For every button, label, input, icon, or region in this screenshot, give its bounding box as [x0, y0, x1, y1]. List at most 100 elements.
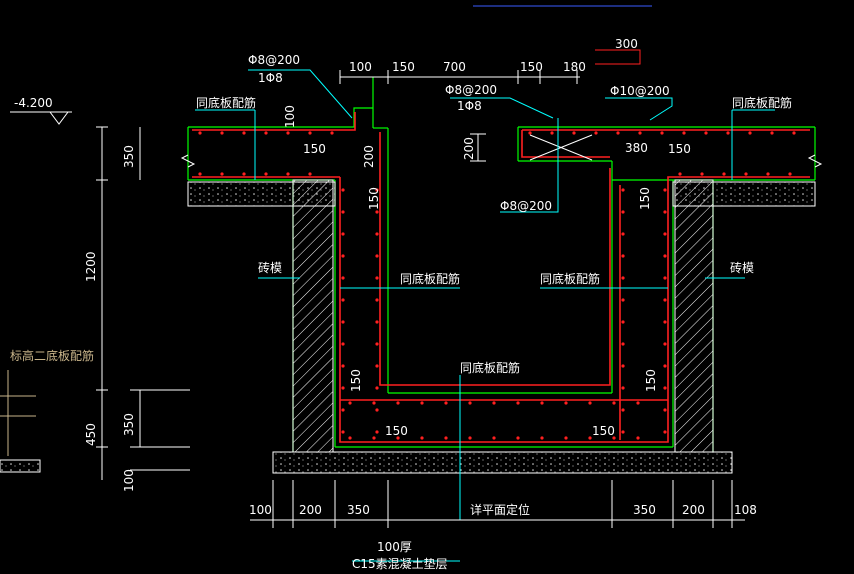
rebar-dot [722, 172, 726, 176]
rebar-dot [663, 364, 667, 368]
rebar-dot [748, 131, 752, 135]
rebar-dot [621, 210, 625, 214]
rebar-dot [621, 386, 625, 390]
rebar-dot [242, 131, 246, 135]
rebar-dot [264, 172, 268, 176]
rebar-dot [492, 436, 496, 440]
same-slab-label-1: 同底板配筋 [196, 95, 256, 110]
bottom-dim-4: 详平面定位 [470, 502, 530, 517]
rebar-dot [572, 131, 576, 135]
rebar-label-right: Φ10@200 [610, 84, 670, 98]
top-dim-5: 180 [563, 60, 586, 74]
rebar-dot [663, 254, 667, 258]
brick-label-left: 砖模 [258, 260, 282, 275]
rebar-dot [663, 232, 667, 236]
rebar [192, 112, 810, 443]
rebar-dot [264, 131, 268, 135]
rebar-dot [220, 131, 224, 135]
left-dim-1200: 1200 [84, 251, 98, 282]
rebar-dot [375, 210, 379, 214]
rebar-dot [468, 401, 472, 405]
left-dim-350-top: 350 [122, 145, 136, 168]
base-note-1: 100厚 [377, 540, 412, 554]
dimension-lines [96, 70, 745, 528]
left-dim-350-bottom: 350 [122, 413, 136, 436]
rebar-dot [792, 131, 796, 135]
base-gravel-right [672, 181, 816, 207]
break-line-left [180, 154, 196, 168]
rebar-dot [594, 131, 598, 135]
same-slab-label-5: 同底板配筋 [460, 360, 520, 375]
rebar-dot [375, 386, 379, 390]
rebar-dot [663, 430, 667, 434]
box-300 [595, 49, 641, 65]
dim-150-b: 150 [668, 142, 691, 156]
left-edge-note: 标高二底板配筋 [10, 348, 94, 363]
rebar-dot [663, 188, 667, 192]
rebar-dot [286, 172, 290, 176]
rebar-dot [372, 436, 376, 440]
bottom-dim-2: 200 [299, 503, 322, 517]
rebar-dot [744, 172, 748, 176]
dim-200-a: 200 [362, 145, 376, 168]
rebar-dot [444, 436, 448, 440]
bottom-dim-3: 350 [347, 503, 370, 517]
rebar-dot [770, 131, 774, 135]
rebar-dot [621, 188, 625, 192]
rebar-dot [766, 172, 770, 176]
rebar-dot [375, 342, 379, 346]
rebar-dot [341, 364, 345, 368]
rebar-dot [588, 436, 592, 440]
rebar-dot [341, 320, 345, 324]
bottom-dim-6: 200 [682, 503, 705, 517]
rebar-dot [636, 401, 640, 405]
same-slab-label-4: 同底板配筋 [540, 271, 600, 286]
rebar-dot [612, 401, 616, 405]
leader-lines [195, 69, 775, 562]
rebar-dot [636, 436, 640, 440]
left-dim-450: 450 [84, 423, 98, 446]
rebar-dot [375, 298, 379, 302]
top-dim-1: 100 [349, 60, 372, 74]
brick-wall-left [292, 179, 334, 453]
rebar-dot [678, 172, 682, 176]
dim-100-vertical: 100 [283, 105, 297, 128]
rebar-dot [621, 254, 625, 258]
rebar-dot [348, 436, 352, 440]
brick-wall-right [674, 179, 714, 453]
rebar-dot [516, 436, 520, 440]
rebar-dot [420, 436, 424, 440]
rebar-dot [375, 364, 379, 368]
dim-150-d: 150 [349, 369, 363, 392]
rebar-dot [308, 172, 312, 176]
rebar-dot [516, 401, 520, 405]
dim-200-b: 200 [462, 137, 476, 160]
same-slab-label-3: 同底板配筋 [400, 271, 460, 286]
rebar-dot [375, 276, 379, 280]
rebar-dot [444, 401, 448, 405]
dim-150-e: 150 [644, 369, 658, 392]
rebar-dot [616, 131, 620, 135]
cross-b [529, 134, 593, 161]
rebar-label-mid-2: 1Φ8 [457, 99, 482, 113]
rebar-dot [663, 298, 667, 302]
rebar-label-left-2: 1Φ8 [258, 71, 283, 85]
rebar-dot [375, 188, 379, 192]
rebar-dot [621, 364, 625, 368]
rebar-dot [375, 430, 379, 434]
rebar-dot [220, 172, 224, 176]
rebar-label-mid-1: Φ8@200 [445, 83, 497, 97]
rebar-dot [663, 276, 667, 280]
rebar-dot [704, 131, 708, 135]
rebar-dot [564, 436, 568, 440]
rebar-dot [396, 401, 400, 405]
rebar-dot [242, 172, 246, 176]
rebar-dot [621, 320, 625, 324]
rebar-dot [621, 298, 625, 302]
base-gravel-left [187, 181, 336, 207]
rebar-dot [621, 232, 625, 236]
rebar-dot [663, 386, 667, 390]
dim-150-vertical: 150 [367, 187, 381, 210]
rebar-dot [682, 131, 686, 135]
